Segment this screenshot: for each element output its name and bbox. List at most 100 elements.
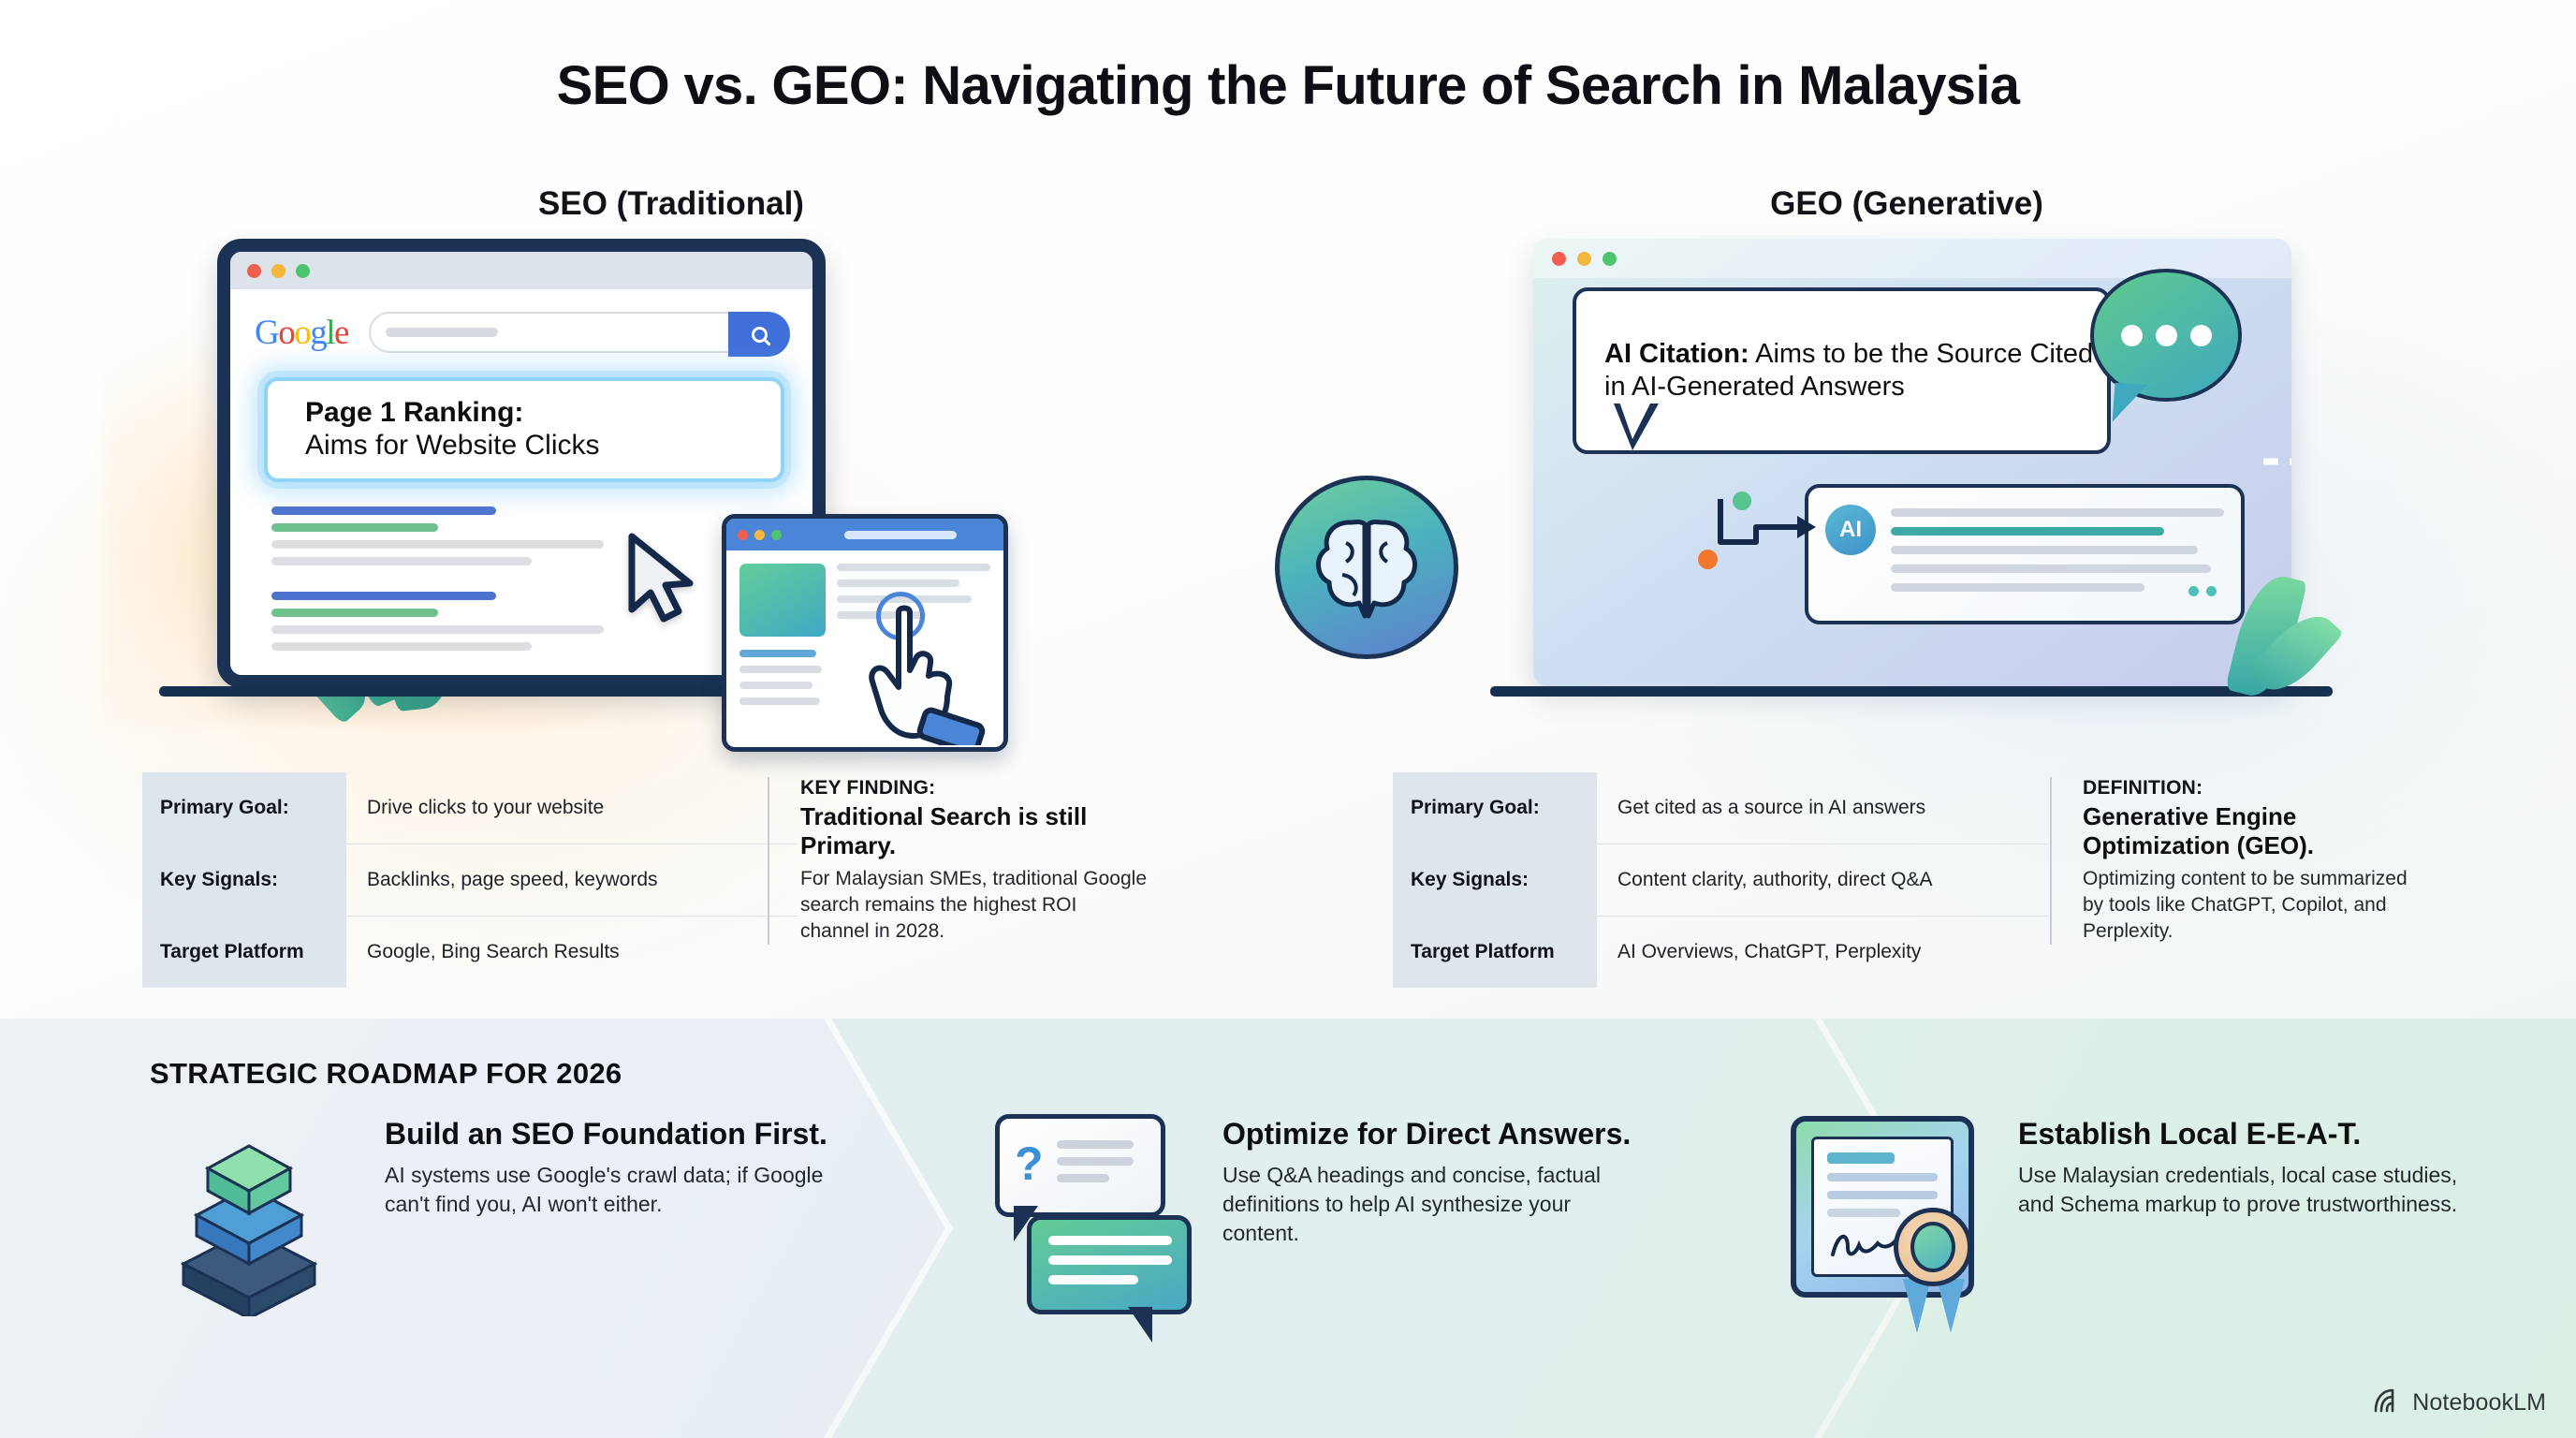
result-title-bar [271,592,496,600]
row-key: Key Signals: [142,844,346,916]
dot [2155,324,2177,346]
geo-column-heading: GEO (Generative) [1770,185,2043,222]
text-line [1891,565,2211,573]
google-logo: Google [255,313,349,352]
geo-callout-text: AI Citation: Aims to be the Source Cited… [1604,338,2107,404]
table-row: Primary Goal: Get cited as a source in A… [1393,772,2048,844]
question-answer-bubbles-icon: ? [988,1105,1192,1343]
notebooklm-logo-icon [2374,1388,2402,1417]
cited-source-line [1891,527,2164,536]
table-row: Primary Goal: Drive clicks to your websi… [142,772,798,844]
note-headline: Generative Engine Optimization (GEO). [2083,802,2314,860]
text-line [1056,1140,1134,1149]
search-placeholder-bar [385,328,498,337]
row-value: Backlinks, page speed, keywords [367,869,658,890]
text-line [1048,1235,1172,1245]
ai-answer-card: AI [1805,484,2245,624]
close-dot-icon [247,263,261,278]
geo-callout-rest: Aims to be the Source Cited in AI-Genera… [1604,338,2094,402]
row-value: Google, Bing Search Results [367,941,620,962]
step-headline: Build an SEO Foundation First. [385,1117,827,1151]
search-input[interactable] [368,312,790,357]
text-line [739,666,822,673]
text-line [1827,1191,1938,1199]
seo-key-finding-note: KEY FINDING: Traditional Search is still… [768,777,1149,945]
brain-icon [1275,476,1458,659]
row-value: Drive clicks to your website [367,797,605,818]
certificate-seal-icon [1783,1105,1984,1339]
seo-callout-box: Page 1 Ranking: Aims for Website Clicks [264,377,784,482]
dot [2120,324,2143,346]
step-text: Optimize for Direct Answers. Use Q&A hea… [1222,1105,1643,1339]
source-node-icon [1698,550,1718,569]
signature-icon [1831,1235,1898,1256]
browser-titlebar [230,252,812,289]
question-bubble-icon: ? [995,1114,1165,1217]
step-headline: Optimize for Direct Answers. [1222,1117,1632,1151]
row-value: Content clarity, authority, direct Q&A [1617,869,1933,890]
seal-core [1910,1222,1955,1272]
note-body: For Malaysian SMEs, traditional Google s… [800,868,1147,942]
result-url-bar [271,609,438,617]
search-header: Google [230,289,812,357]
step-headline: Establish Local E-E-A-T. [2018,1117,2362,1151]
result-title-bar [271,506,496,515]
text-line [739,650,816,657]
mini-browser-titlebar [726,519,1003,550]
seo-callout-line2: Aims for Website Clicks [305,430,600,461]
note-kicker: KEY FINDING: [800,777,936,799]
step-body: Use Malaysian credentials, local case st… [2018,1163,2458,1217]
bubble-tail-decoration [1128,1307,1152,1343]
roadmap-section [0,1019,2576,1438]
table-row: Target Platform Google, Bing Search Resu… [142,917,798,988]
geo-spec-table: Primary Goal: Get cited as a source in A… [1393,772,2048,988]
minimize-dot-icon [271,263,285,278]
text-line [1827,1209,1900,1217]
row-key: Primary Goal: [142,772,346,844]
seo-illustration: Google Page 1 Ranking: Aims for Website … [103,239,1217,763]
preview-footer-lines [726,650,1003,705]
close-dot-icon [1552,251,1566,266]
layered-pyramid-icon [150,1105,351,1339]
close-dot-icon [738,529,748,540]
text-line [1891,583,2144,592]
minimize-dot-icon [1577,251,1591,266]
seo-callout-line1: Page 1 Ranking: [305,397,524,429]
certificate-title-line [1827,1152,1895,1164]
bubble-tail-decoration [1614,402,1659,450]
geo-device-base [1490,686,2333,697]
note-body: Optimizing content to be summarized by t… [2083,868,2408,942]
question-mark-icon: ? [1015,1137,1044,1190]
search-result-item [271,506,812,565]
note-kicker: DEFINITION: [2083,777,2203,799]
search-button[interactable] [728,312,790,357]
dot [2206,586,2217,596]
roadmap-step-1: Build an SEO Foundation First. AI system… [150,1105,861,1339]
citation-dots [2188,586,2217,596]
minimize-dot-icon [754,529,765,540]
row-key: Key Signals: [1393,844,1597,916]
table-row: Target Platform AI Overviews, ChatGPT, P… [1393,917,2048,988]
text-line [1056,1174,1109,1182]
text-line [1056,1157,1134,1166]
geo-definition-note: DEFINITION: Generative Engine Optimizati… [2050,777,2432,945]
search-result-item [271,592,812,651]
result-snippet-bar [271,557,532,565]
website-preview-card [722,514,1008,752]
row-key: Target Platform [142,917,346,988]
roadmap-title: STRATEGIC ROADMAP FOR 2026 [150,1057,622,1090]
search-icon [751,326,768,343]
step-text: Establish Local E-E-A-T. Use Malaysian c… [2018,1105,2495,1339]
chat-bubble-icon [2090,269,2242,402]
row-value: Get cited as a source in AI answers [1617,797,1926,818]
chat-bubble-tail [2112,382,2147,425]
maximize-dot-icon [771,529,782,540]
row-key: Target Platform [1393,917,1597,988]
text-line [739,682,812,689]
flow-connector [1711,490,1823,597]
roadmap-step-3: Establish Local E-E-A-T. Use Malaysian c… [1783,1105,2495,1339]
pointing-hand-icon [867,605,987,747]
ribbon-tail-icon [1903,1279,1931,1333]
award-seal-icon [1894,1208,1972,1286]
